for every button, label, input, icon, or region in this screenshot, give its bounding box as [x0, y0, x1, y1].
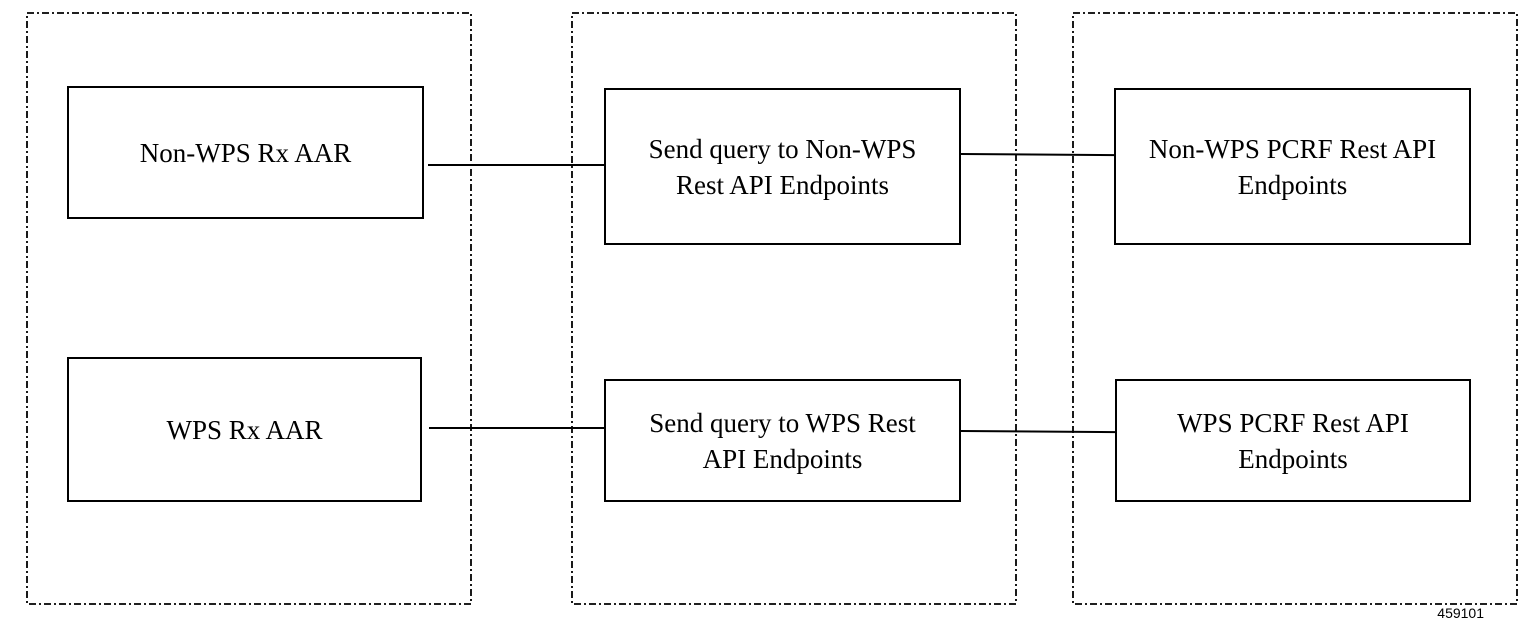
- node-non-wps-pcrf: Non-WPS PCRF Rest API Endpoints: [1114, 88, 1471, 245]
- node-send-query-wps: Send query to WPS Rest API Endpoints: [604, 379, 961, 502]
- group-right-border: [1072, 12, 1518, 605]
- connector-wps-rx-to-query: [429, 427, 605, 429]
- node-non-wps-rx-aar: Non-WPS Rx AAR: [67, 86, 424, 219]
- node-wps-pcrf-label: WPS PCRF Rest API Endpoints: [1177, 407, 1409, 474]
- node-non-wps-pcrf-label: Non-WPS PCRF Rest API Endpoints: [1148, 133, 1437, 200]
- group-middle: [571, 12, 1017, 605]
- group-left-border: [26, 12, 472, 605]
- node-send-query-non-wps: Send query to Non-WPS Rest API Endpoints: [604, 88, 961, 245]
- node-wps-rx-aar: WPS Rx AAR: [67, 357, 422, 502]
- node-wps-rx-aar-label: WPS Rx AAR: [166, 414, 323, 445]
- group-left: [26, 12, 472, 605]
- group-middle-border: [571, 12, 1017, 605]
- connector-non-wps-rx-to-query: [428, 164, 605, 166]
- node-non-wps-rx-aar-label: Non-WPS Rx AAR: [139, 137, 352, 168]
- node-send-query-wps-label: Send query to WPS Rest API Endpoints: [649, 407, 916, 474]
- node-send-query-non-wps-label: Send query to Non-WPS Rest API Endpoints: [648, 133, 917, 200]
- node-wps-pcrf: WPS PCRF Rest API Endpoints: [1115, 379, 1471, 502]
- group-right: [1072, 12, 1518, 605]
- figure-id: 459101: [1437, 605, 1484, 621]
